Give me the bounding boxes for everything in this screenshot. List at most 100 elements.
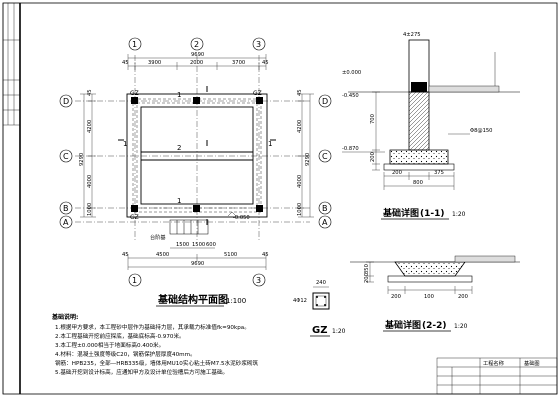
grid-lines bbox=[75, 55, 310, 240]
bottom-dim-a1: 1500 bbox=[192, 242, 205, 248]
bottom-dim-b2: 5100 bbox=[224, 252, 237, 258]
bottom-dimension-lines bbox=[127, 247, 267, 270]
top-dim-2: 2000 bbox=[190, 60, 203, 66]
plan-title: 基础结构平面图 bbox=[157, 293, 228, 306]
plan-total-top: 9690 bbox=[191, 52, 204, 58]
right-dim-3: 1000 bbox=[297, 203, 303, 216]
d11-elev-low: -0.870 bbox=[342, 146, 359, 152]
d11-hdim-1: 375 bbox=[434, 170, 444, 176]
d22-title: 基础详图 bbox=[384, 319, 421, 331]
note-line-5: 钢筋：HPB235，全部—HRB335级，墙体用MU10实心粘土砖M7.5水泥砂… bbox=[55, 359, 259, 367]
strip-label-1-bottom: 1 bbox=[177, 197, 181, 205]
d11-elev-top: ±0.000 bbox=[342, 70, 361, 76]
bottom-dim-a2: 600 bbox=[206, 242, 216, 248]
right-dim-0: 45 bbox=[297, 89, 303, 96]
section-cuts bbox=[118, 86, 276, 225]
strip-label-1-right: 1 bbox=[268, 140, 272, 148]
axis-3-top: 3 bbox=[256, 40, 261, 49]
top-dim-4: 45 bbox=[262, 60, 269, 66]
titleblock-r2: 基础图 bbox=[524, 359, 540, 367]
left-dim-3: 1000 bbox=[87, 203, 93, 216]
gz-columns bbox=[131, 97, 263, 212]
top-dimension-lines bbox=[127, 54, 267, 70]
detail-2-2: 350 200 200 100 200 基础详图 (2-2) 1:20 bbox=[350, 255, 520, 332]
top-dim-3: 3700 bbox=[232, 60, 245, 66]
left-dim-2: 4000 bbox=[87, 175, 93, 188]
right-dimension-lines bbox=[298, 93, 314, 218]
axis-1-bottom: 1 bbox=[132, 276, 137, 285]
d22-vdim-1: 200 bbox=[364, 273, 370, 283]
gz-label: GZ bbox=[312, 325, 327, 336]
axis-C-right: C bbox=[322, 152, 328, 161]
axis-1-top: 1 bbox=[132, 40, 137, 49]
d22-hdim-0: 200 bbox=[391, 294, 401, 300]
d11-hdim-total: 800 bbox=[413, 180, 423, 186]
axis-A-left: A bbox=[63, 218, 69, 227]
gz-detail: 240 4Φ12 GZ 1:20 bbox=[293, 280, 346, 337]
left-dim-0: 45 bbox=[87, 89, 93, 96]
axis-2-top: 2 bbox=[194, 40, 199, 49]
d11-title: 基础详图 bbox=[382, 207, 419, 219]
note-line-2: 2.本工程基础开挖前应探底，基础底标高-0.970米。 bbox=[55, 332, 185, 340]
d11-vdim-1: 200 bbox=[370, 152, 376, 162]
titleblock-r1: 工程名称 bbox=[483, 359, 504, 367]
stair-area bbox=[169, 219, 209, 235]
d11-section: (1-1) bbox=[420, 209, 445, 219]
d11-hdim-0: 200 bbox=[392, 170, 402, 176]
d22-hdim-1: 100 bbox=[424, 294, 434, 300]
gz-label-tr: GZ bbox=[253, 90, 262, 97]
detail-1-1: 4±275 ±0.000 -0.450 -0.870 700 200 bbox=[342, 32, 520, 220]
top-dim-1: 3900 bbox=[148, 60, 161, 66]
left-dimension-lines bbox=[80, 93, 96, 218]
d11-scale: 1:20 bbox=[452, 211, 466, 218]
d22-hdim-2: 200 bbox=[458, 294, 468, 300]
right-dim-total: 9290 bbox=[305, 153, 311, 166]
axis-bubbles-left bbox=[59, 94, 73, 229]
strip-label-1-left: 1 bbox=[123, 140, 127, 148]
gz-rebar: 4Φ12 bbox=[293, 298, 307, 304]
axis-D-right: D bbox=[322, 97, 328, 106]
d11-rebar: Φ8@150 bbox=[470, 128, 492, 134]
note-line-6: 5.基础开挖到设计标高，应通知甲方及设计单位验槽后方可施工基础。 bbox=[55, 368, 228, 376]
right-dim-1: 4200 bbox=[297, 120, 303, 133]
d22-vdim-0: 350 bbox=[364, 264, 370, 274]
strip-label-1-top: 1 bbox=[177, 91, 181, 99]
top-dim-0: 45 bbox=[122, 60, 129, 66]
note-line-3: 3.本工程±0.000相当于地面标高0.400米。 bbox=[55, 341, 164, 349]
left-dim-1: 4200 bbox=[87, 120, 93, 133]
gz-label-tl: GZ bbox=[130, 90, 139, 97]
axis-D-left: D bbox=[63, 97, 69, 106]
d22-scale: 1:20 bbox=[454, 323, 468, 330]
axis-bubbles-top bbox=[128, 37, 266, 51]
axis-B-right: B bbox=[322, 204, 328, 213]
notes: 基础说明: 1.根据甲方要求，本工程砂中层作为基础持力层，其承载力标准值fk=9… bbox=[51, 313, 259, 376]
gz-label-bl: GZ bbox=[130, 214, 139, 221]
note-line-4: 4.材料：混凝土强度等级C20，钢筋保护层厚度40mm。 bbox=[55, 350, 196, 358]
axis-bubbles-bottom bbox=[128, 273, 266, 287]
axis-A-right: A bbox=[322, 218, 328, 227]
axis-C-left: C bbox=[63, 152, 69, 161]
bottom-dim-b3: 45 bbox=[262, 252, 269, 258]
stair-note: 台阶基 bbox=[150, 233, 166, 241]
d11-elev-mid: -0.450 bbox=[342, 93, 359, 99]
axis-3-bottom: 3 bbox=[256, 276, 261, 285]
bottom-dim-b0: 45 bbox=[122, 252, 129, 258]
axis-B-left: B bbox=[63, 204, 69, 213]
bottom-dim-b1: 4500 bbox=[156, 252, 169, 258]
plan-scale: 1:100 bbox=[226, 297, 246, 305]
foundation-strips bbox=[126, 93, 268, 218]
right-dim-2: 4000 bbox=[297, 175, 303, 188]
title-block bbox=[436, 357, 558, 395]
foundation-plan: GZ GZ GZ 1 2 1 1 1 -0.050 台阶基 bbox=[59, 37, 332, 307]
gz-dim-w: 240 bbox=[316, 280, 326, 286]
strip-label-2: 2 bbox=[177, 144, 181, 152]
d11-vdim-0: 700 bbox=[370, 114, 376, 124]
plan-total-bottom: 9690 bbox=[191, 261, 204, 267]
note-line-1: 1.根据甲方要求，本工程砂中层作为基础持力层，其承载力标准值fk=90kpa。 bbox=[55, 323, 250, 331]
notes-heading: 基础说明: bbox=[51, 313, 78, 321]
axis-bubbles-right bbox=[318, 94, 332, 229]
plan-elevation: -0.050 bbox=[233, 215, 250, 221]
bottom-dim-a0: 1500 bbox=[176, 242, 189, 248]
binding-strip bbox=[2, 3, 20, 394]
